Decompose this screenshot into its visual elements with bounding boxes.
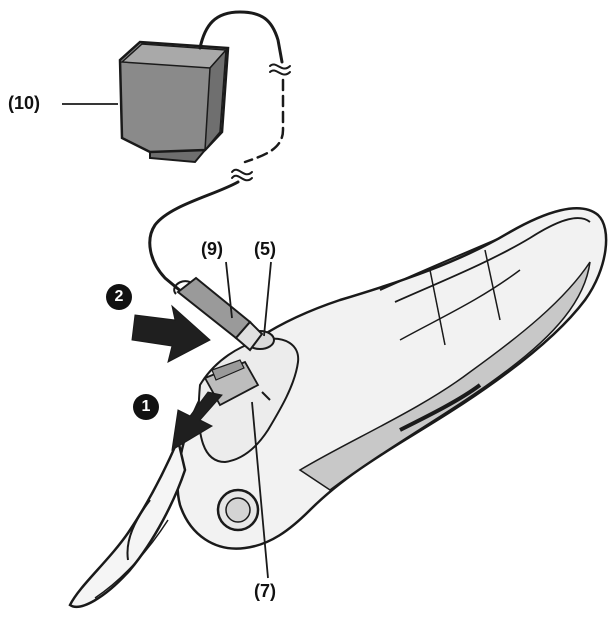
callout-port: (5) <box>254 239 276 259</box>
usb-plug <box>173 276 264 352</box>
leader-lines <box>62 103 272 579</box>
callout-indicator: (7) <box>254 581 276 601</box>
step-badge-1: 1 <box>133 394 159 420</box>
charger-adapter <box>118 40 230 164</box>
leader-indicator <box>251 401 269 579</box>
step-badge-2: 2 <box>106 284 132 310</box>
callout-plug: (9) <box>201 239 223 259</box>
charger-cable <box>148 10 291 295</box>
arrow-step-2 <box>131 304 211 363</box>
pruning-shears <box>68 207 608 608</box>
arrow-step-1 <box>171 391 223 451</box>
callout-charger: (10) <box>8 93 41 113</box>
leader-port <box>263 261 272 337</box>
leader-plug <box>225 261 233 319</box>
